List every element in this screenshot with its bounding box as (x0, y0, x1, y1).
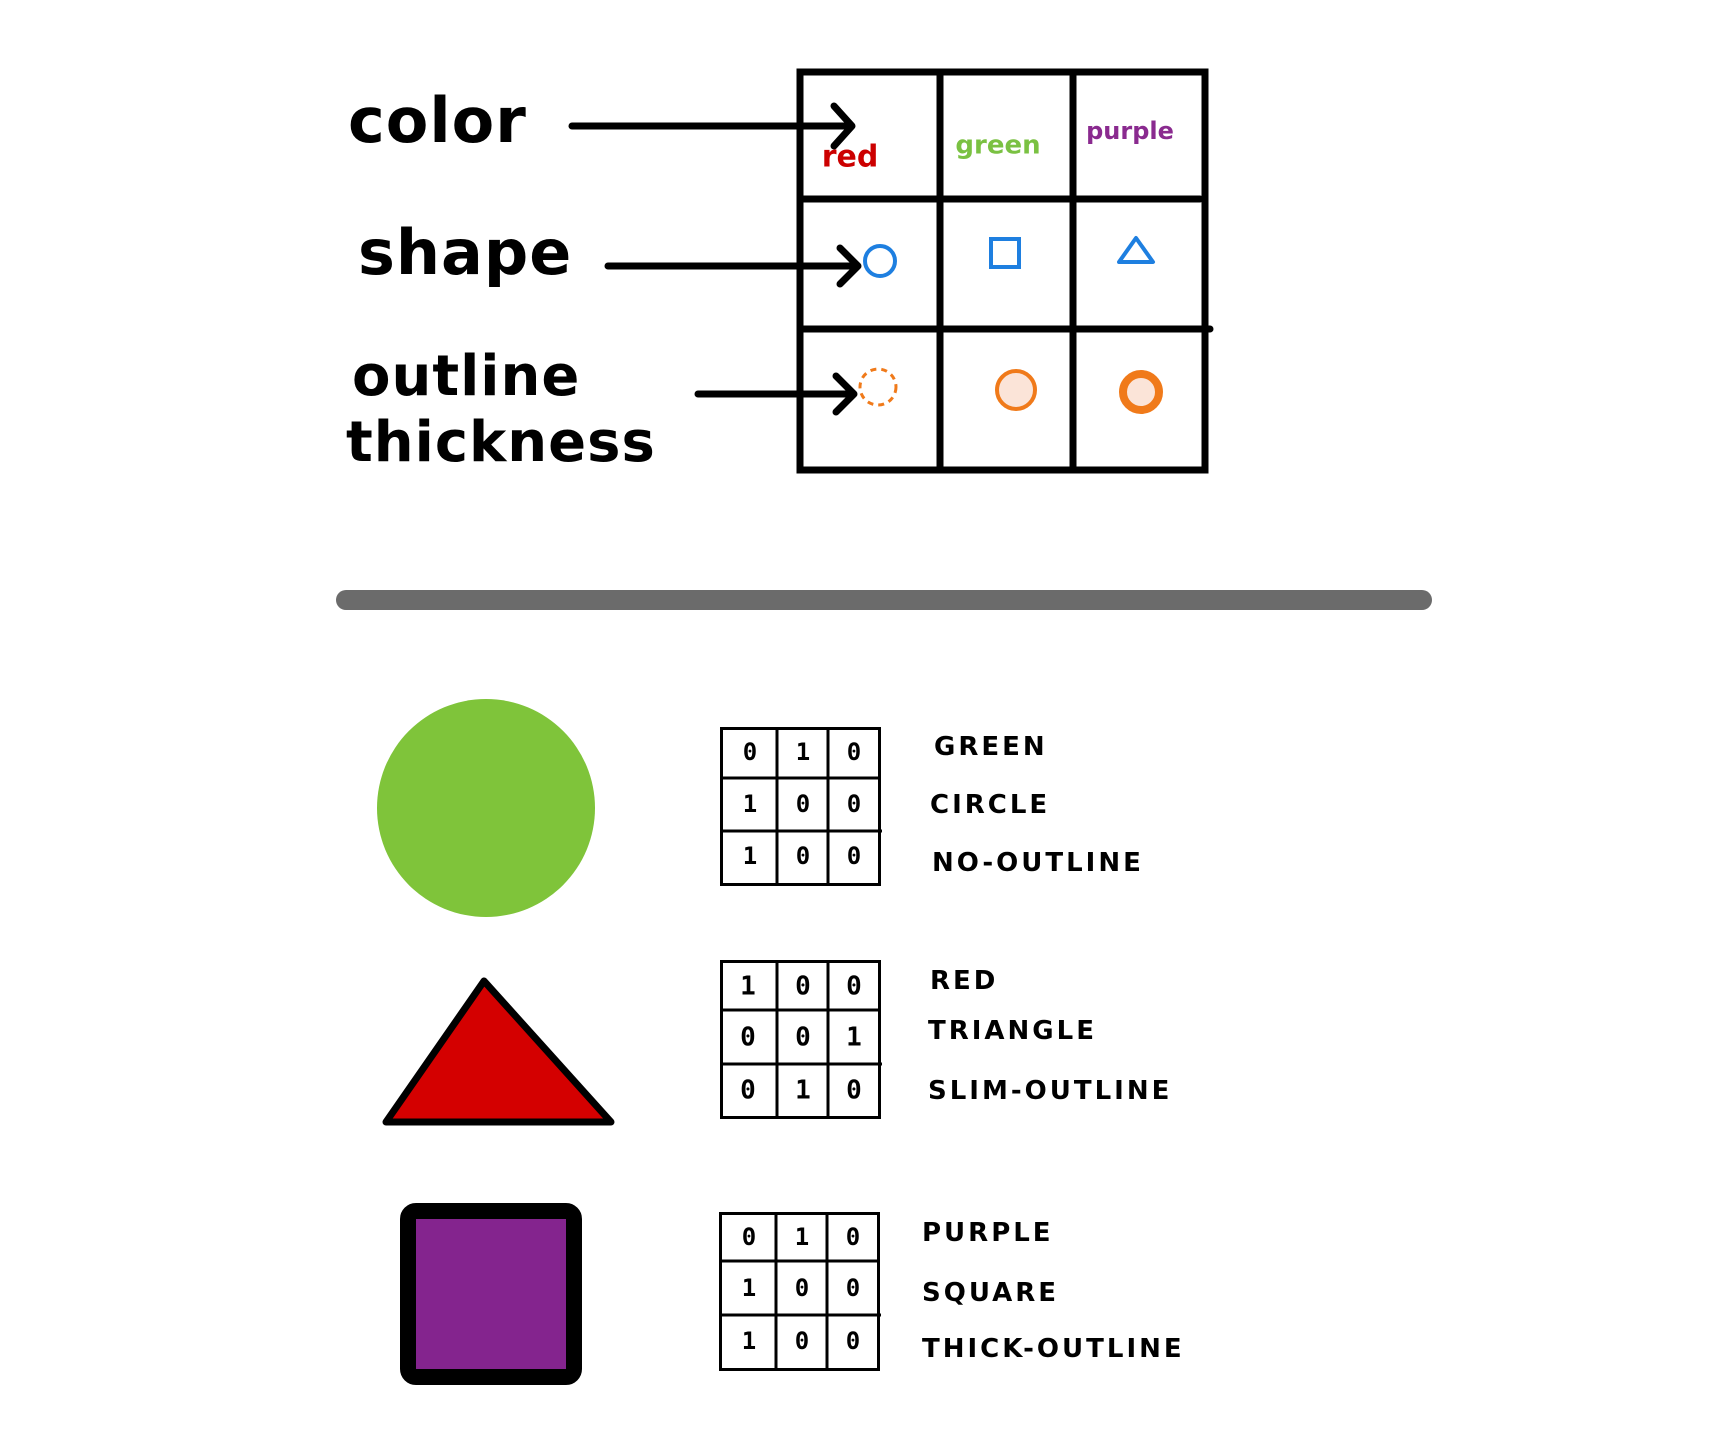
grid-cell: 0 (795, 972, 811, 1002)
thick-outline-circle-icon (1119, 370, 1163, 414)
grid-cell: 0 (795, 1023, 811, 1053)
example-red-triangle (382, 977, 615, 1126)
outline-arrow (694, 372, 858, 416)
encoding-grid-purple-square: 0 1 0 1 0 0 1 0 0 (719, 1212, 883, 1372)
square-icon (989, 237, 1021, 269)
grid-cell: 0 (847, 790, 861, 818)
row-label-thickness: thickness (346, 410, 656, 475)
grid-cell: 0 (795, 1327, 809, 1355)
example-1-shape-text: CIRCLE (930, 790, 1051, 820)
shape-arrow (604, 244, 862, 288)
grid-cell: 0 (796, 842, 810, 870)
color-label-red: red (822, 140, 879, 175)
example-1-outline-text: NO-OUTLINE (932, 848, 1144, 878)
color-label-purple: purple (1086, 117, 1174, 145)
legend-grid: red green purple (796, 68, 1214, 474)
dashed-outline-circle-icon (858, 367, 898, 407)
grid-cell: 0 (847, 842, 861, 870)
slim-outline-circle-icon (995, 369, 1037, 411)
grid-cell: 1 (795, 1076, 811, 1106)
grid-cell: 0 (743, 738, 757, 766)
grid-cell: 1 (796, 738, 810, 766)
example-3-color-text: PURPLE (922, 1218, 1054, 1248)
grid-cell: 1 (742, 1274, 756, 1302)
row-label-color: color (348, 84, 527, 157)
triangle-icon (1117, 236, 1155, 264)
example-3-shape-text: SQUARE (922, 1278, 1060, 1308)
example-2-shape-text: TRIANGLE (928, 1016, 1097, 1046)
row-label-shape: shape (358, 216, 573, 289)
row-label-outline: outline (352, 344, 581, 409)
example-2-outline-text: SLIM-OUTLINE (928, 1076, 1173, 1106)
example-2-color-text: RED (930, 966, 999, 996)
grid-cell: 0 (846, 972, 862, 1002)
encoding-grid-green-circle: 0 1 0 1 0 0 1 0 0 (720, 727, 882, 887)
example-green-circle (377, 699, 595, 917)
grid-cell: 0 (740, 1023, 756, 1053)
encoding-grid-red-triangle: 1 0 0 0 0 1 0 1 0 (720, 960, 884, 1120)
grid-cell: 1 (846, 1023, 862, 1053)
grid-cell: 1 (743, 790, 757, 818)
grid-cell: 0 (846, 1076, 862, 1106)
circle-icon (863, 244, 897, 278)
grid-cell: 0 (846, 1327, 860, 1355)
grid-cell: 1 (743, 842, 757, 870)
grid-cell: 0 (846, 1223, 860, 1251)
color-arrow (568, 102, 856, 150)
grid-cell: 0 (847, 738, 861, 766)
example-3-outline-text: THICK-OUTLINE (922, 1334, 1185, 1364)
grid-cell: 0 (796, 790, 810, 818)
legend-arrows (568, 102, 862, 416)
grid-cell: 1 (795, 1223, 809, 1251)
grid-cell: 0 (795, 1274, 809, 1302)
example-purple-square (400, 1203, 582, 1385)
grid-cell: 0 (740, 1076, 756, 1106)
grid-cell: 1 (742, 1327, 756, 1355)
grid-cell: 1 (740, 972, 756, 1002)
grid-cell: 0 (742, 1223, 756, 1251)
section-divider (336, 590, 1432, 610)
example-1-color-text: GREEN (934, 732, 1048, 762)
color-label-green: green (955, 131, 1040, 161)
grid-cell: 0 (846, 1274, 860, 1302)
